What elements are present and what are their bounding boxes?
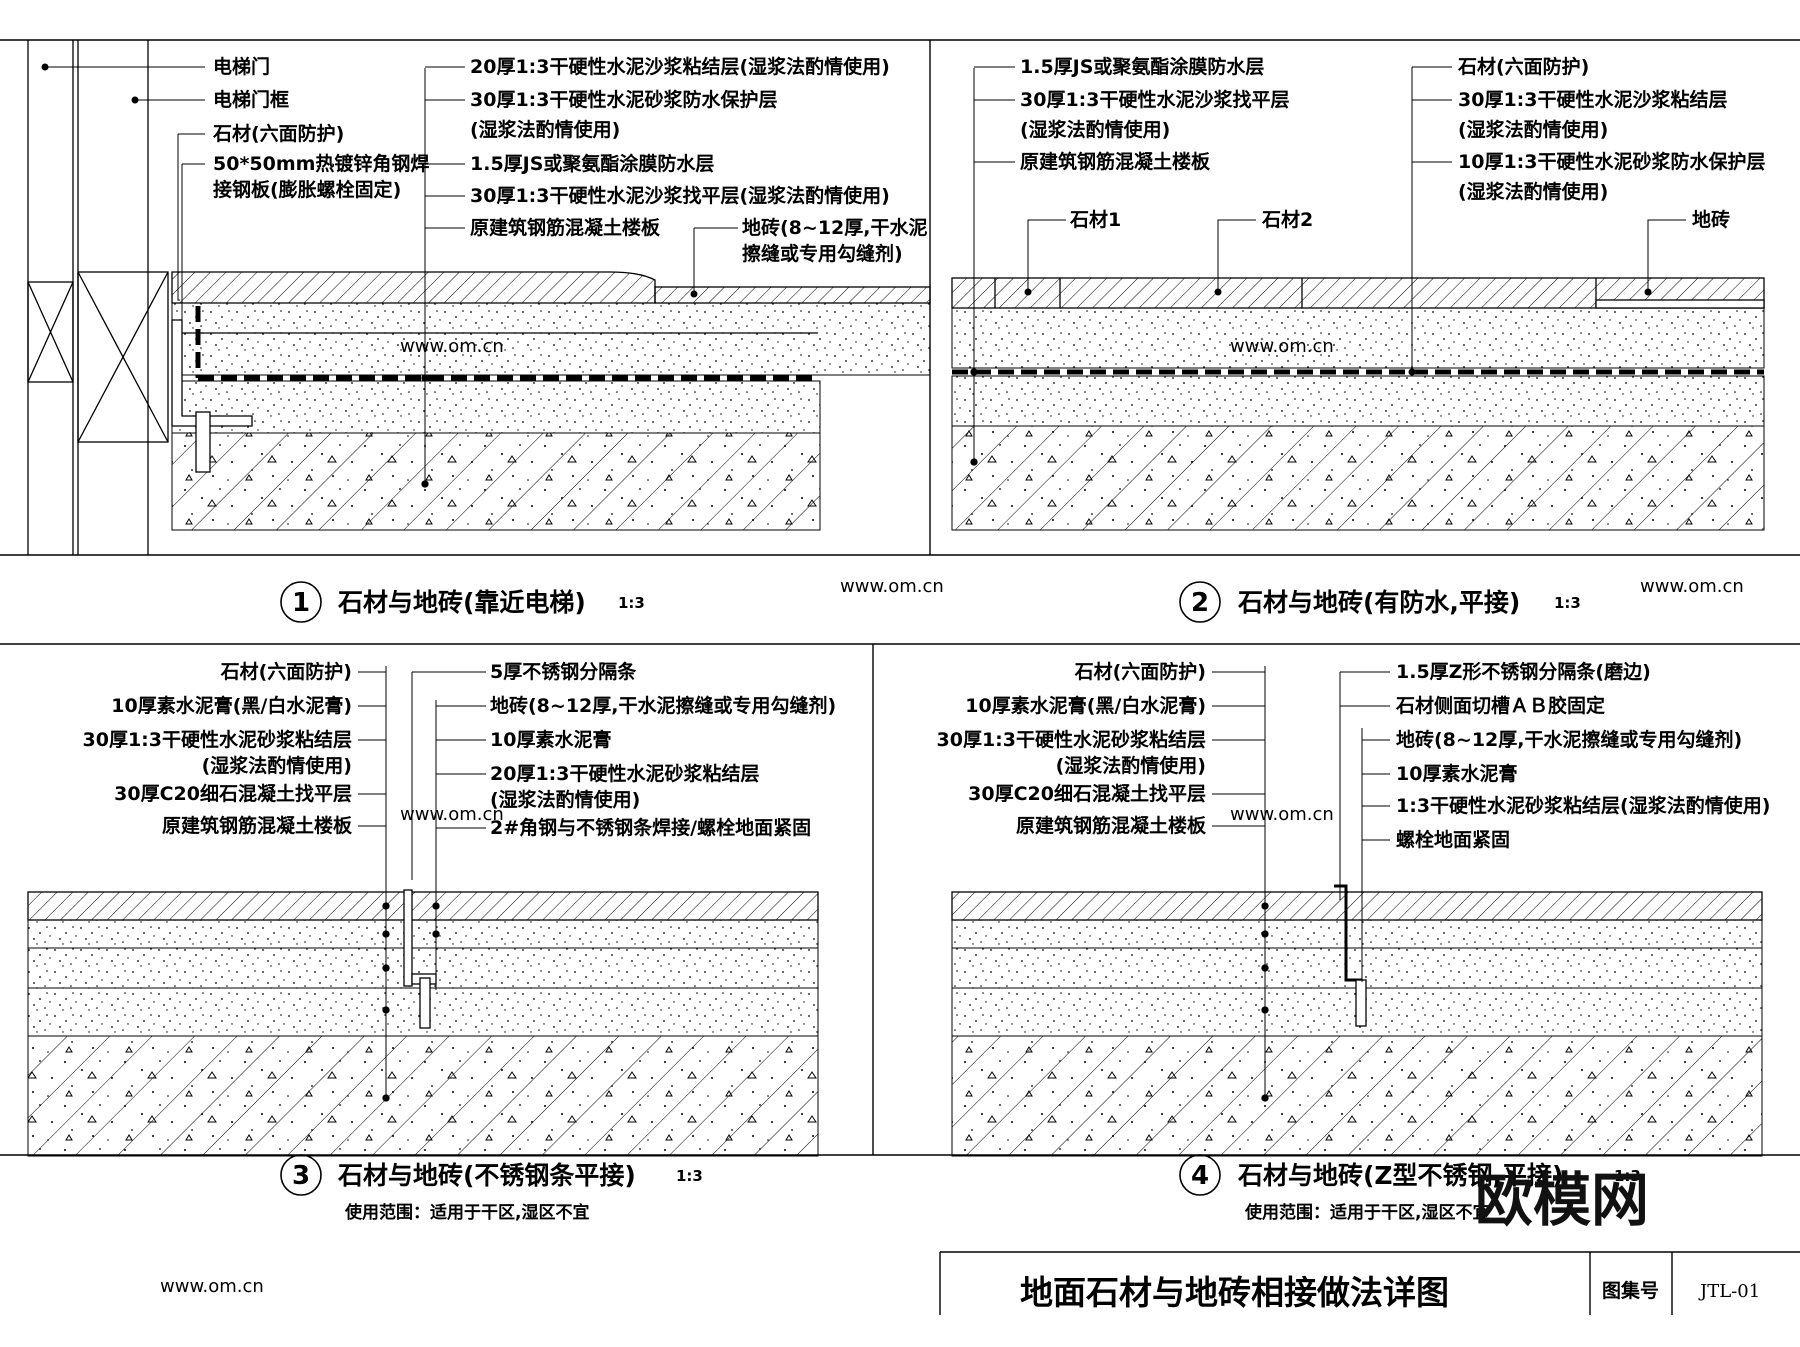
label-stone-1: 石材1	[1069, 208, 1121, 231]
label-tile: 地砖(8~12厚,干水泥擦缝或专用勾缝剂)	[1396, 728, 1742, 751]
label-groove-ab-glue: 石材侧面切槽ＡＢ胶固定	[1395, 694, 1605, 717]
label-protect-layer: 10厚1:3干硬性水泥砂浆防水保护层	[1458, 150, 1765, 173]
label-elevator-door: 电梯门	[213, 55, 270, 78]
panel-2-labels: 1.5厚JS或聚氨酯涂膜防水层 30厚1:3干硬性水泥沙浆找平层 (湿浆法酌情使…	[1020, 55, 1765, 231]
panel-4-section-drawing	[951, 666, 1763, 1157]
label-bond-layer-2: 20厚1:3干硬性水泥砂浆粘结层	[490, 762, 759, 785]
label-tile: 地砖	[1692, 208, 1730, 231]
label-c20-leveling: 30厚C20细石混凝土找平层	[114, 782, 352, 805]
label-protect-note: (湿浆法酌情使用)	[1458, 180, 1608, 203]
label-leveling-note: (湿浆法酌情使用)	[1020, 118, 1170, 141]
panel-title: 石材与地砖(不锈钢条平接)	[337, 1161, 636, 1190]
label-z-strip: 1.5厚Z形不锈钢分隔条(磨边)	[1396, 660, 1651, 683]
panel-number-badge	[1179, 581, 1221, 623]
watermark-url: www.om.cn	[400, 804, 504, 825]
panel-number: 2	[1191, 588, 1209, 618]
label-slab: 原建筑钢筋混凝土楼板	[162, 814, 353, 837]
label-stone-protection: 石材(六面防护)	[220, 660, 352, 683]
label-stone-2: 石材2	[1261, 208, 1313, 231]
panel-number: 4	[1191, 1161, 1209, 1191]
panel-1-section-drawing	[27, 40, 931, 555]
atlas-number: JTL-01	[1698, 1281, 1760, 1302]
label-tile-1: 地砖(8~12厚,干水泥	[742, 216, 927, 239]
watermark-url: www.om.cn	[400, 336, 504, 357]
panel-number: 3	[292, 1161, 310, 1191]
panel-scale: 1:3	[1614, 1167, 1641, 1185]
label-stone-protection: 石材(六面防护)	[1074, 660, 1206, 683]
usage-range: 使用范围：适用于干区,湿区不宜	[1244, 1202, 1489, 1223]
panel-number-badge	[280, 1154, 322, 1196]
label-leveling: 30厚1:3干硬性水泥沙浆找平层	[1020, 88, 1289, 111]
watermark: 欧模网	[1475, 1166, 1649, 1234]
panel-4-leaders	[1212, 671, 1390, 841]
panel-1-labels: 电梯门 电梯门框 石材(六面防护) 50*50mm热镀锌角钢焊 接钢板(膨胀螺栓…	[212, 55, 927, 265]
label-bond-note-2: (湿浆法酌情使用)	[490, 788, 640, 811]
title-block: 地面石材与地砖相接做法详图 图集号 JTL-01	[1020, 1273, 1760, 1312]
panel-4-title: 4 石材与地砖(Z型不锈钢,平接) 1:3 使用范围：适用于干区,湿区不宜	[1179, 1154, 1641, 1223]
label-bond-layer: 20厚1:3干硬性水泥沙浆粘结层(湿浆法酌情使用)	[470, 55, 890, 78]
panel-scale: 1:3	[676, 1167, 703, 1185]
panel-number: 1	[292, 588, 310, 618]
panel-1-leaders	[41, 63, 738, 356]
watermark-url: www.om.cn	[1230, 336, 1334, 357]
label-stone-protection: 石材(六面防护)	[1457, 55, 1589, 78]
label-stone-protection: 石材(六面防护)	[212, 122, 344, 145]
panel-4-labels: 石材(六面防护) 10厚素水泥膏(黑/白水泥膏) 30厚1:3干硬性水泥砂浆粘结…	[937, 660, 1771, 851]
label-protect-note: (湿浆法酌情使用)	[470, 118, 620, 141]
panel-2-section-drawing	[951, 68, 1765, 531]
panel-number-badge	[280, 581, 322, 623]
label-waterproof: 1.5厚JS或聚氨酯涂膜防水层	[470, 152, 714, 175]
label-cement-paste: 10厚素水泥膏(黑/白水泥膏)	[965, 694, 1206, 717]
watermark-brand: 欧模网	[1475, 1166, 1649, 1234]
panel-scale: 1:3	[1554, 594, 1581, 612]
label-slab: 原建筑钢筋混凝土楼板	[1016, 814, 1207, 837]
label-bond-note: (湿浆法酌情使用)	[1458, 118, 1608, 141]
label-tile: 地砖(8~12厚,干水泥擦缝或专用勾缝剂)	[490, 694, 836, 717]
watermark-url: www.om.cn	[160, 1276, 264, 1297]
atlas-label: 图集号	[1602, 1279, 1659, 1302]
label-c20-leveling: 30厚C20细石混凝土找平层	[968, 782, 1206, 805]
label-stainless-strip: 5厚不锈钢分隔条	[490, 660, 637, 683]
panel-scale: 1:3	[618, 594, 645, 612]
label-cement-paste: 10厚素水泥膏(黑/白水泥膏)	[111, 694, 352, 717]
watermark-url: www.om.cn	[1640, 576, 1744, 597]
label-waterproof: 1.5厚JS或聚氨酯涂膜防水层	[1020, 55, 1264, 78]
panel-3-title: 3 石材与地砖(不锈钢条平接) 1:3 使用范围：适用于干区,湿区不宜	[280, 1154, 703, 1223]
label-tile-2: 擦缝或专用勾缝剂)	[742, 242, 903, 265]
label-angle-weld: 2#角钢与不锈钢条焊接/螺栓地面紧固	[490, 816, 811, 839]
label-bond-note: (湿浆法酌情使用)	[1056, 754, 1206, 777]
label-cement-paste-2: 10厚素水泥膏	[490, 728, 611, 751]
label-bond-layer: 30厚1:3干硬性水泥砂浆粘结层	[937, 728, 1206, 751]
usage-range: 使用范围：适用于干区,湿区不宜	[344, 1202, 589, 1223]
label-slab: 原建筑钢筋混凝土楼板	[470, 216, 661, 239]
panel-3-section-drawing	[27, 666, 819, 1157]
label-angle-steel-2: 接钢板(膨胀螺栓固定)	[213, 178, 401, 201]
watermark-url: www.om.cn	[1230, 804, 1334, 825]
drawing-title: 地面石材与地砖相接做法详图	[1020, 1273, 1449, 1312]
label-angle-steel-1: 50*50mm热镀锌角钢焊	[213, 152, 429, 175]
watermark-url: www.om.cn	[840, 576, 944, 597]
panel-2-title: 2 石材与地砖(有防水,平接) 1:3	[1179, 581, 1581, 623]
label-bolt-fix: 螺栓地面紧固	[1396, 828, 1510, 851]
panel-number-badge	[1179, 1154, 1221, 1196]
panel-title: 石材与地砖(靠近电梯)	[337, 588, 586, 617]
panel-3-labels: 石材(六面防护) 10厚素水泥膏(黑/白水泥膏) 30厚1:3干硬性水泥砂浆粘结…	[83, 660, 837, 839]
panel-title: 石材与地砖(Z型不锈钢,平接)	[1237, 1161, 1563, 1190]
label-slab: 原建筑钢筋混凝土楼板	[1020, 150, 1211, 173]
label-leveling: 30厚1:3干硬性水泥沙浆找平层(湿浆法酌情使用)	[470, 184, 890, 207]
label-cement-paste-2: 10厚素水泥膏	[1396, 762, 1517, 785]
panel-title: 石材与地砖(有防水,平接)	[1237, 588, 1520, 617]
label-elevator-door-frame: 电梯门框	[213, 88, 289, 111]
panel-2-leaders	[974, 66, 1686, 376]
label-bond-layer: 30厚1:3干硬性水泥沙浆粘结层	[1458, 88, 1727, 111]
label-bond-note: (湿浆法酌情使用)	[202, 754, 352, 777]
label-protect-layer: 30厚1:3干硬性水泥砂浆防水保护层	[470, 88, 777, 111]
label-bond-layer: 30厚1:3干硬性水泥砂浆粘结层	[83, 728, 352, 751]
panel-3-leaders	[358, 671, 486, 880]
label-bond-layer-2: 1:3干硬性水泥砂浆粘结层(湿浆法酌情使用)	[1396, 794, 1770, 817]
panel-1-title: 1 石材与地砖(靠近电梯) 1:3	[280, 581, 645, 623]
